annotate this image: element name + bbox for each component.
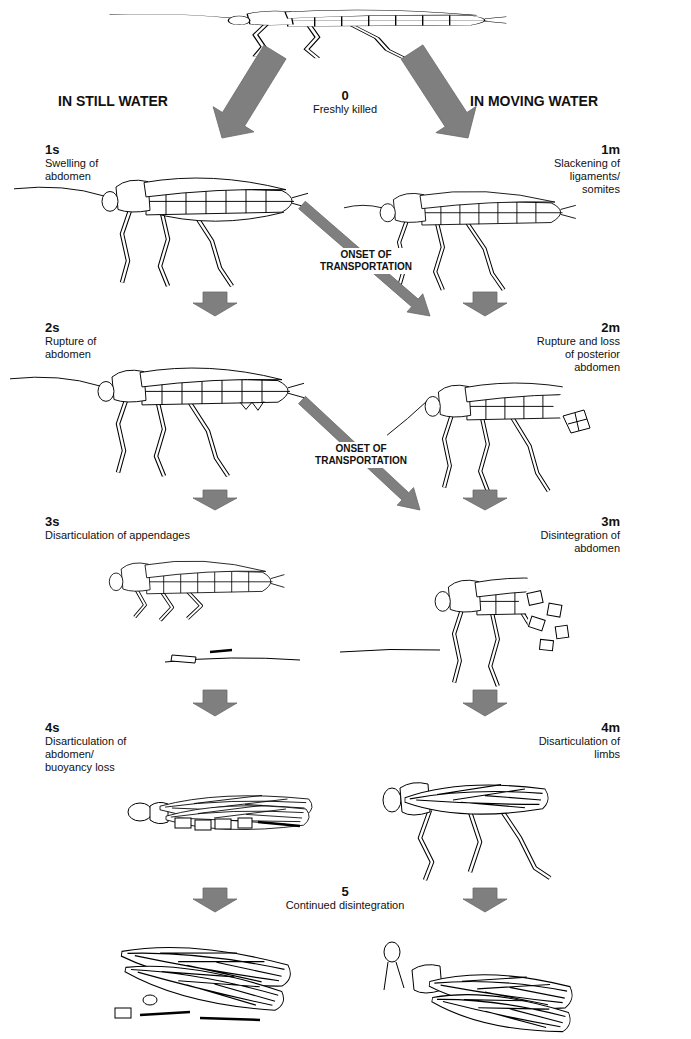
- stage-text: 0Freshly killed: [300, 88, 390, 116]
- stage-node: 3mDisintegration of abdomen: [340, 510, 625, 690]
- stage-node: 1sSwelling of abdomen: [40, 138, 302, 292]
- edge-label: ONSET OF TRANSPORTATION: [308, 442, 414, 468]
- limbless-cockroach: [383, 783, 550, 880]
- transport-arrow: [299, 201, 430, 316]
- stage-description: Slackening of ligaments/ somites: [536, 157, 620, 196]
- stage-arrow: [193, 490, 237, 510]
- stage-text: 5Continued disintegration: [265, 884, 425, 912]
- stage-number: 1m: [536, 142, 620, 157]
- stage-arrow: [463, 690, 507, 716]
- stage-number: 0: [300, 88, 390, 103]
- stage-description: Rupture and loss of posterior abdomen: [532, 335, 620, 374]
- stage-arrow: [463, 292, 507, 316]
- stage-number: 2s: [45, 320, 109, 335]
- stage-arrow: [463, 490, 507, 510]
- stage-text: 3mDisintegration of abdomen: [538, 514, 620, 555]
- stage-number: 5: [265, 884, 425, 899]
- stage-text: 4sDisarticulation of abdomen/ buoyancy l…: [45, 720, 129, 774]
- stage-text: 2mRupture and loss of posterior abdomen: [532, 320, 620, 374]
- disintegrated-remains-right: [384, 942, 574, 1038]
- disintegrating-cockroach: [435, 578, 631, 686]
- stage-arrow: [401, 45, 476, 138]
- stage-description: Disarticulation of appendages: [45, 529, 225, 542]
- stage-node: 3sDisarticulation of appendages: [40, 510, 302, 690]
- disarticulated-cockroach: [109, 561, 284, 620]
- stage-number: 4m: [536, 720, 620, 735]
- stage-arrow: [193, 888, 237, 912]
- stage-arrow: [213, 45, 286, 138]
- stage-number: 4s: [45, 720, 129, 735]
- stage-arrow: [463, 888, 507, 912]
- collapsed-cockroach: [128, 795, 312, 830]
- stage-node: 0Freshly killed: [175, 2, 515, 52]
- stage-text: 1mSlackening of ligaments/ somites: [536, 142, 620, 196]
- edge-label: ONSET OF TRANSPORTATION: [313, 248, 419, 274]
- stage-description: Disarticulation of limbs: [536, 735, 620, 761]
- stage-arrow: [193, 690, 237, 716]
- stage-description: Swelling of abdomen: [45, 157, 109, 183]
- stage-text: 2sRupture of abdomen: [45, 320, 109, 361]
- water-condition-heading: IN MOVING WATER: [470, 93, 598, 109]
- loose-appendages: [165, 650, 300, 663]
- fresh-cockroach: [110, 10, 507, 58]
- stage-text: 4mDisarticulation of limbs: [536, 720, 620, 761]
- stage-description: Disintegration of abdomen: [538, 529, 620, 555]
- stage-arrow: [193, 292, 237, 316]
- stage-number: 1s: [45, 142, 109, 157]
- stage-description: Freshly killed: [300, 103, 390, 116]
- transport-arrow: [299, 396, 420, 510]
- disintegrated-remains-left: [115, 937, 292, 1020]
- stage-node: 5Continued disintegration: [100, 912, 590, 1034]
- stage-node: 4sDisarticulation of abdomen/ buoyancy l…: [40, 716, 320, 888]
- stage-description: Rupture of abdomen: [45, 335, 109, 361]
- stage-text: 3sDisarticulation of appendages: [45, 514, 225, 542]
- water-condition-heading: IN STILL WATER: [58, 93, 168, 109]
- stage-text: 1sSwelling of abdomen: [45, 142, 109, 183]
- broken-cockroach: [387, 383, 621, 491]
- stage-description: Disarticulation of abdomen/ buoyancy los…: [45, 735, 129, 774]
- stage-node: 2sRupture of abdomen: [40, 316, 302, 490]
- stage-description: Continued disintegration: [265, 899, 425, 912]
- stage-number: 2m: [532, 320, 620, 335]
- abdomen-fragment: [563, 410, 590, 433]
- stage-node: 4mDisarticulation of limbs: [360, 716, 625, 888]
- abdomen-pieces: [340, 591, 569, 652]
- stage-number: 3s: [45, 514, 225, 529]
- ruptured-cockroach: [10, 368, 304, 476]
- stage-number: 3m: [538, 514, 620, 529]
- swollen-cockroach: [14, 178, 308, 286]
